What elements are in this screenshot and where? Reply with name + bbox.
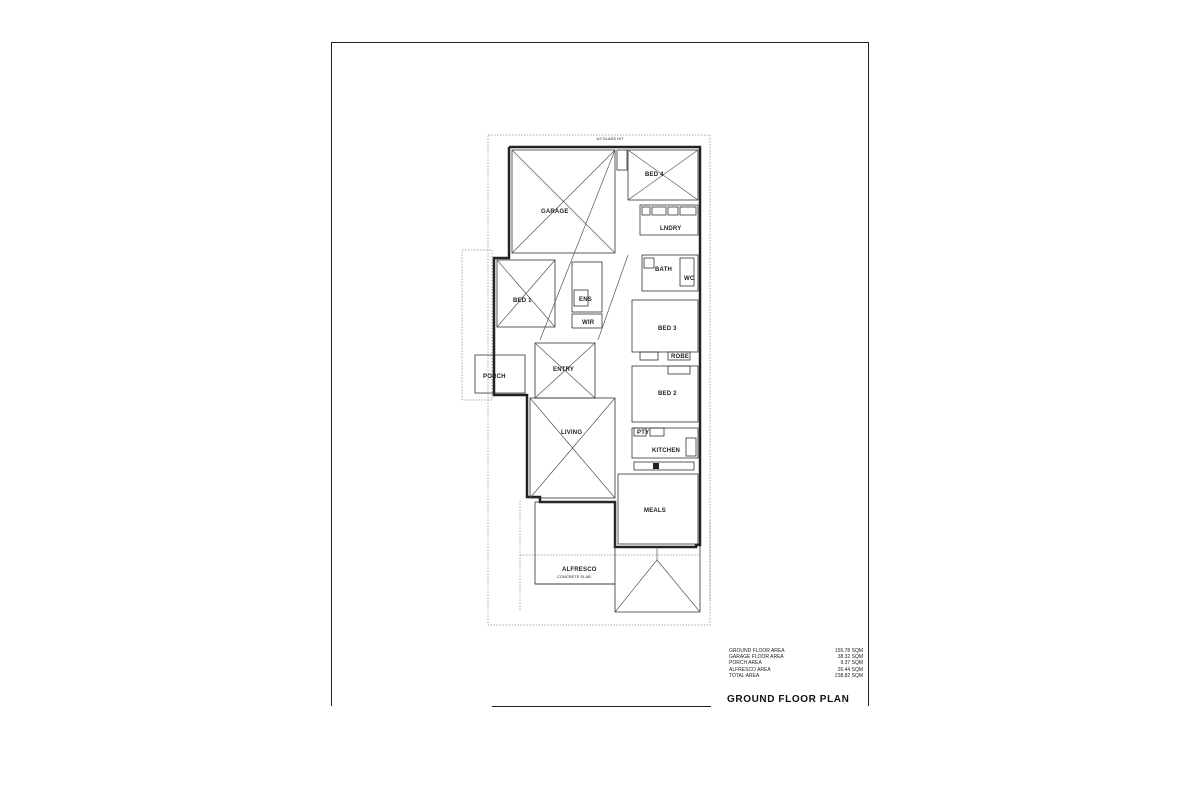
area-value: 238.82 SQM (834, 672, 863, 679)
bed3-label: BED 3 (658, 326, 677, 332)
kitchen-room (631, 427, 699, 459)
area-row: PORCH AREA 9.37 SQM (729, 660, 863, 666)
bed1-room (496, 259, 556, 328)
area-value: 155.78 SQM (834, 648, 863, 654)
porch-label: PORCH (483, 374, 506, 380)
area-value: 26.44 SQM (837, 666, 863, 673)
bath-room (641, 254, 699, 292)
wc-label: WC (684, 276, 695, 282)
area-label: GARAGE FLOOR AREA (729, 654, 784, 661)
kitchen-island (633, 461, 695, 471)
alfresco-label: ALFRESCO (562, 567, 597, 573)
area-row: GROUND FLOOR AREA 155.78 SQM (729, 648, 863, 654)
ensuite-label: ENS (579, 297, 592, 303)
area-row: TOTAL AREA 238.82 SQM (729, 673, 863, 679)
robe-label: ROBE (671, 354, 689, 360)
porch-room (474, 354, 526, 394)
garage-room (511, 149, 616, 254)
living-label: LIVING (561, 430, 582, 436)
area-row: GARAGE FLOOR AREA 38.32 SQM (729, 654, 863, 660)
laundry-room (639, 204, 699, 236)
laundry-label: LNDRY (660, 226, 681, 232)
meals-label: MEALS (644, 508, 666, 514)
bed4-room (627, 149, 699, 201)
garage-label: GARAGE (541, 209, 569, 215)
bed1-label: BED 1 (513, 298, 532, 304)
wir-label: WIR (582, 320, 595, 326)
wir-room (571, 313, 603, 329)
kitchen-label: KITCHEN (652, 448, 680, 454)
glass-note: 1/2 GLASS H/T (596, 136, 624, 141)
area-label: ALFRESCO AREA (729, 666, 771, 673)
area-label: PORCH AREA (729, 660, 762, 667)
bath-label: BATH (655, 267, 672, 273)
area-label: TOTAL AREA (729, 672, 760, 679)
alfresco-slab-note: CONCRETE SLAB (557, 574, 591, 579)
pantry-label: PTY (637, 430, 649, 436)
bed2-label: BED 2 (658, 391, 677, 397)
plan-title: GROUND FLOOR PLAN (727, 694, 850, 705)
meals-room (617, 473, 699, 545)
area-row: ALFRESCO AREA 26.44 SQM (729, 667, 863, 673)
area-value: 38.32 SQM (837, 654, 863, 661)
bed3-room (631, 299, 699, 353)
bed2-room (631, 365, 699, 423)
area-value: 9.37 SQM (840, 660, 863, 667)
bed4-label: BED 4 (645, 172, 664, 178)
drawing-sheet (331, 42, 869, 706)
area-label: GROUND FLOOR AREA (729, 648, 785, 654)
area-schedule: GROUND FLOOR AREA 155.78 SQM GARAGE FLOO… (729, 648, 863, 679)
entry-label: ENTRY (553, 367, 574, 373)
living-room (529, 397, 616, 499)
title-rule (492, 706, 711, 707)
ensuite-room (571, 261, 603, 313)
